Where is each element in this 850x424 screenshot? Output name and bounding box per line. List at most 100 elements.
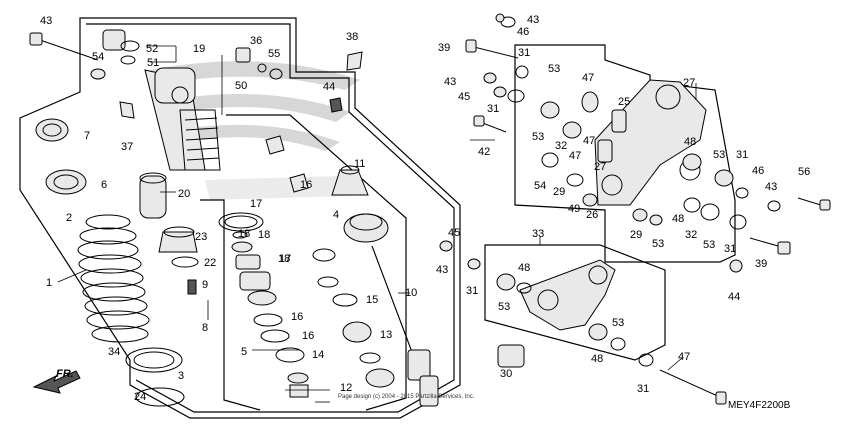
callout: 13 xyxy=(380,329,392,341)
callout: 53 xyxy=(652,238,664,250)
callout: 43 xyxy=(527,14,539,26)
coil-spring-2 xyxy=(77,214,150,343)
callout: 20 xyxy=(178,188,190,200)
callout: 25 xyxy=(618,96,630,108)
callout: 16 xyxy=(300,179,312,191)
callout: 17 xyxy=(279,253,291,265)
callout: 47 xyxy=(678,351,690,363)
callout: 16 xyxy=(302,330,314,342)
callout: 32 xyxy=(685,229,697,241)
callout: 39 xyxy=(755,258,767,270)
callout: 29 xyxy=(553,186,565,198)
spring-seat-34 xyxy=(125,347,183,373)
callout: 53 xyxy=(532,131,544,143)
callout: 45 xyxy=(448,227,460,239)
callout: 31 xyxy=(466,285,478,297)
callout: 53 xyxy=(498,301,510,313)
diagram-code: MEY4F2200B xyxy=(728,400,791,411)
spring-parts xyxy=(35,118,185,407)
callout: 7 xyxy=(84,130,90,142)
callout: 43 xyxy=(765,181,777,193)
callout: 11 xyxy=(354,158,365,170)
callout: 18 xyxy=(238,228,250,240)
callout: 18 xyxy=(258,229,270,241)
callout: 48 xyxy=(684,136,696,148)
callout: 51 xyxy=(147,57,159,69)
callout: 44 xyxy=(323,81,335,93)
callout: 48 xyxy=(518,262,530,274)
callout: 10 xyxy=(405,287,417,299)
callout: 8 xyxy=(202,322,208,334)
callout: 29 xyxy=(630,229,642,241)
callout: 48 xyxy=(672,213,684,225)
callout: 54 xyxy=(92,51,104,63)
front-arrow-icon: FR. xyxy=(32,368,81,394)
callout: 43 xyxy=(436,264,448,276)
callout: 1 xyxy=(46,277,52,289)
callout: 2 xyxy=(66,212,72,224)
callout: 47 xyxy=(569,150,581,162)
callout: 15 xyxy=(366,294,378,306)
callout: 37 xyxy=(121,141,133,153)
rod-group xyxy=(331,165,439,407)
callout: 53 xyxy=(548,63,560,75)
callout: 4 xyxy=(333,209,339,221)
callout: 34 xyxy=(108,346,120,358)
front-marker-label: FR. xyxy=(56,368,74,380)
callout: 49 xyxy=(568,203,580,215)
connecting-rod-group xyxy=(439,240,666,367)
callout: 6 xyxy=(101,179,107,191)
callout: 43 xyxy=(444,76,456,88)
callout: 24 xyxy=(134,391,146,403)
callout: 9 xyxy=(202,279,208,291)
shock-frames xyxy=(19,17,461,419)
callout: 47 xyxy=(583,135,595,147)
callout: 17 xyxy=(250,198,262,210)
callout: 36 xyxy=(250,35,262,47)
callout: 27 xyxy=(594,161,606,173)
callout: 3 xyxy=(178,370,184,382)
callout: 30 xyxy=(500,368,512,380)
callout: 46 xyxy=(752,165,764,177)
callout: 32 xyxy=(555,140,567,152)
shock-body xyxy=(90,29,221,171)
callout: 31 xyxy=(736,149,748,161)
callout: 33 xyxy=(532,228,544,240)
callout: 52 xyxy=(146,43,158,55)
callout: 31 xyxy=(518,47,530,59)
callout: 19 xyxy=(193,43,205,55)
callout: 50 xyxy=(235,80,247,92)
callout: 42 xyxy=(478,146,490,158)
callout: 55 xyxy=(268,48,280,60)
leader-lines xyxy=(57,45,697,403)
valve-stack xyxy=(231,231,395,398)
callout: 53 xyxy=(612,317,624,329)
shock-arm-group xyxy=(483,13,781,273)
callout: 48 xyxy=(591,353,603,365)
callout: 14 xyxy=(312,349,324,361)
callout: 39 xyxy=(438,42,450,54)
callout: 38 xyxy=(346,31,358,43)
callout: 12 xyxy=(340,382,352,394)
callout: 45 xyxy=(458,91,470,103)
bolts xyxy=(29,32,831,405)
callout-labels: 43 54 52 19 51 36 55 50 38 44 37 7 6 2 1… xyxy=(40,14,810,411)
callout: 43 xyxy=(40,15,52,27)
upper-small-parts xyxy=(235,47,363,193)
callout: 56 xyxy=(798,166,810,178)
callout: 54 xyxy=(534,180,546,192)
callout: 53 xyxy=(713,149,725,161)
callout: 53 xyxy=(703,239,715,251)
callout: 44 xyxy=(728,291,740,303)
callout: 27 xyxy=(683,77,695,89)
callout: 31 xyxy=(637,383,649,395)
copyright-notice: Page design (c) 2004 - 2015 Partzilla Se… xyxy=(338,394,475,400)
callout: 22 xyxy=(204,257,216,269)
callout: 46 xyxy=(517,26,529,38)
callout: 26 xyxy=(586,209,598,221)
damper-spring xyxy=(179,109,221,171)
honda-wing-watermark xyxy=(150,61,360,200)
callout: 31 xyxy=(487,103,499,115)
spring-adjuster-6 xyxy=(45,169,87,195)
